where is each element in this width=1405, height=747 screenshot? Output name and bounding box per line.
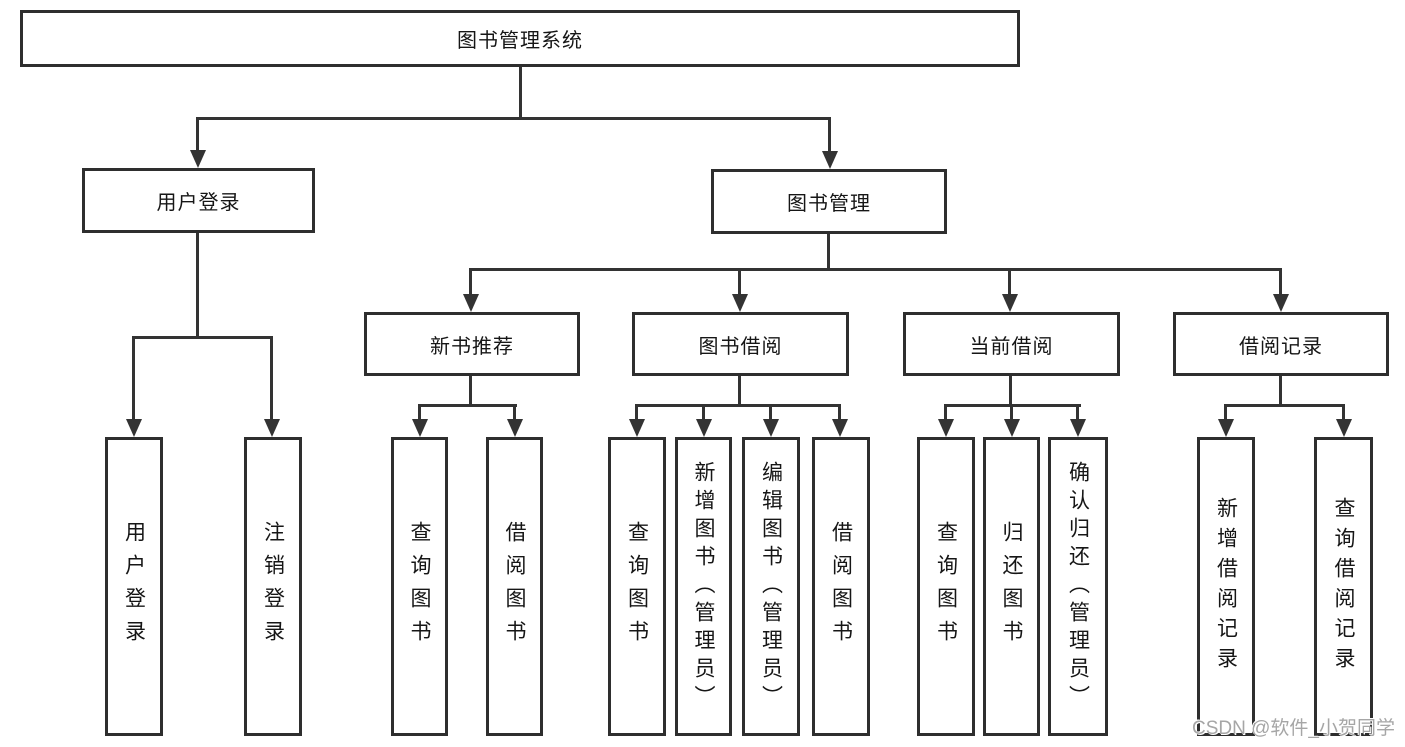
node-library-management-system: 图书管理系统 [20,10,1020,67]
arrow-down-icon [264,419,280,437]
connector-line [1224,404,1345,407]
leaf-borrow-edit-book-admin: 编辑图书（管理员） [742,437,800,736]
arrow-down-icon [1002,294,1018,312]
connector-line [1224,404,1227,422]
connector-line [1279,376,1282,407]
connector-line [635,404,638,422]
connector-line [418,404,421,422]
arrow-down-icon [1273,294,1289,312]
node-book-management: 图书管理 [711,169,947,234]
arrow-down-icon [763,419,779,437]
connector-line [1008,268,1011,296]
leaf-recommend-query-book: 查询图书 [391,437,448,736]
arrow-down-icon [822,151,838,169]
node-label: 图书管理 [787,193,871,215]
connector-line [132,336,135,420]
connector-line [519,67,522,119]
node-label: 新书推荐 [430,335,514,358]
connector-line [702,404,705,422]
node-label: 借阅记录 [1239,335,1323,358]
node-label: 查询图书 [625,520,649,653]
node-label: 新增图书（管理员） [692,460,715,713]
node-label: 图书借阅 [698,335,783,358]
connector-line [828,117,831,152]
leaf-recommend-borrow-book: 借阅图书 [486,437,543,736]
connector-line [132,336,273,339]
node-label: 新增借阅记录 [1214,496,1238,677]
connector-line [827,234,830,270]
leaf-records-add-record: 新增借阅记录 [1197,437,1255,736]
node-label: 借阅图书 [503,520,526,653]
leaf-current-query-book: 查询图书 [917,437,975,736]
arrow-down-icon [190,150,206,168]
leaf-borrow-add-book-admin: 新增图书（管理员） [675,437,732,736]
node-label: 查询借阅记录 [1332,496,1355,677]
connector-line [769,404,772,422]
arrow-down-icon [832,419,848,437]
arrow-down-icon [938,419,954,437]
node-label: 用户登录 [122,520,146,653]
leaf-borrow-borrow-book: 借阅图书 [812,437,870,736]
connector-line [944,404,947,422]
leaf-current-return-book: 归还图书 [983,437,1040,736]
connector-line [196,233,199,337]
arrow-down-icon [732,294,748,312]
leaf-user-login: 用户登录 [105,437,163,736]
watermark: CSDN @软件_小贺同学 [1192,718,1395,739]
arrow-down-icon [126,419,142,437]
node-label: 当前借阅 [969,335,1054,358]
connector-line [635,404,841,407]
connector-line [1279,268,1282,296]
connector-line [469,268,1282,271]
connector-line [738,268,741,296]
node-borrow-records: 借阅记录 [1173,312,1389,376]
node-new-book-recommend: 新书推荐 [364,312,580,376]
node-label: 查询图书 [934,520,958,653]
connector-line [1076,404,1079,422]
node-label: 查询图书 [408,520,431,653]
arrow-down-icon [696,419,712,437]
connector-line [838,404,841,422]
node-label: 借阅图书 [829,520,853,653]
arrow-down-icon [507,419,523,437]
node-label: 编辑图书（管理员） [759,460,783,713]
connector-line [513,404,516,422]
node-current-borrow: 当前借阅 [903,312,1120,376]
leaf-current-confirm-return-admin: 确认归还（管理员） [1048,437,1108,736]
arrow-down-icon [1004,419,1020,437]
arrow-down-icon [1218,419,1234,437]
connector-line [270,336,273,420]
node-label: 注销登录 [261,520,285,653]
connector-line [1010,404,1013,422]
arrow-down-icon [1070,419,1086,437]
node-label: 用户登录 [156,192,241,214]
arrow-down-icon [463,294,479,312]
node-label: 确认归还（管理员） [1066,460,1090,713]
connector-line [738,376,741,407]
arrow-down-icon [629,419,645,437]
leaf-records-query-record: 查询借阅记录 [1314,437,1373,736]
arrow-down-icon [412,419,428,437]
leaf-borrow-query-book: 查询图书 [608,437,666,736]
node-label: 归还图书 [1000,520,1023,653]
connector-line [469,376,472,407]
node-book-borrow: 图书借阅 [632,312,849,376]
connector-line [1009,376,1012,407]
leaf-logout: 注销登录 [244,437,302,736]
connector-line [196,117,831,120]
node-user-login: 用户登录 [82,168,315,233]
node-label: 图书管理系统 [457,30,583,52]
connector-line [1342,404,1345,422]
arrow-down-icon [1336,419,1352,437]
connector-line [196,117,199,151]
connector-line [469,268,472,296]
connector-line [418,404,517,407]
